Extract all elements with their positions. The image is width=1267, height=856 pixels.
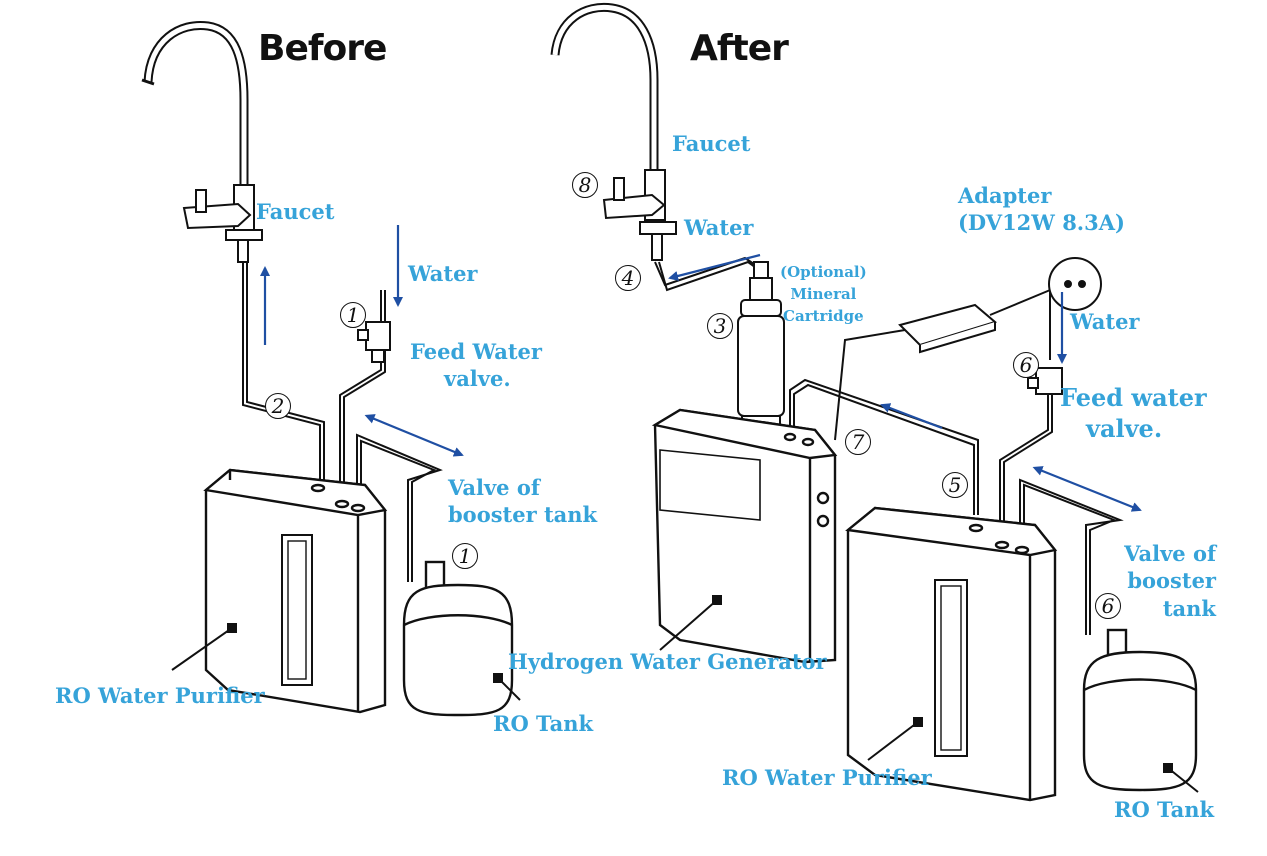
after-faucet-label: Faucet: [672, 131, 751, 156]
after-feed-valve-line-2: valve.: [1086, 414, 1163, 444]
before-booster-label: Valve of booster tank: [448, 474, 597, 529]
mineral-label-line-3: Cartridge: [783, 306, 864, 325]
before-feed-valve-label: Feed Water valve.: [410, 338, 542, 393]
after-marker-purifier: 5: [942, 472, 968, 498]
before-tank-label: RO Tank: [493, 711, 594, 736]
before-faucet-label: Faucet: [256, 199, 335, 224]
after-water-label: Water: [684, 215, 754, 240]
after-ro-purifier: [845, 506, 1058, 802]
mineral-cartridge-label: (Optional) Mineral Cartridge: [780, 262, 867, 327]
after-marker-cartridge: 3: [707, 313, 733, 339]
after-tubing: [654, 256, 1124, 635]
after-marker-feed-valve: 6: [1013, 352, 1039, 378]
adapter-label: Adapter (DV12W 8.3A): [958, 182, 1125, 237]
before-feed-valve-line-2: valve.: [444, 366, 511, 392]
after-tank-label: RO Tank: [1114, 797, 1215, 822]
adapter-label-line-2: (DV12W 8.3A): [958, 210, 1125, 236]
adapter-label-line-1: Adapter: [958, 183, 1052, 208]
before-heading: Before: [258, 28, 387, 69]
after-ro-tank: [1082, 628, 1198, 792]
after-marker-tubing: 4: [615, 265, 641, 291]
before-booster-arrow: [364, 414, 464, 457]
after-marker-faucet: 8: [572, 172, 598, 198]
after-supply-arrow: [880, 403, 943, 430]
hydrogen-generator: [651, 408, 838, 664]
hydrogen-generator-label: Hydrogen Water Generator: [508, 649, 827, 674]
before-purifier-label: RO Water Purifier: [55, 683, 265, 708]
before-feed-valve-line-1: Feed Water: [410, 339, 542, 364]
after-marker-tank: 6: [1095, 593, 1121, 619]
pointer-lines: [171, 595, 1199, 793]
after-water-right-label: Water: [1070, 309, 1140, 334]
after-booster-line-3: tank: [1162, 595, 1216, 621]
after-faucet: [550, 2, 677, 261]
after-booster-line-1: Valve of: [1124, 541, 1216, 566]
before-marker-tubing: 2: [265, 393, 291, 419]
after-heading: After: [690, 28, 789, 69]
adapter-unit: [898, 257, 1102, 354]
after-booster-line-2: booster: [1127, 568, 1216, 594]
after-purifier-label: RO Water Purifier: [722, 765, 932, 790]
before-booster-line-1: Valve of: [448, 475, 540, 500]
before-faucet: [141, 20, 263, 263]
before-booster-line-2: booster tank: [448, 502, 598, 528]
after-booster-arrow: [1032, 466, 1142, 512]
mineral-label-line-1: (Optional): [780, 263, 867, 281]
before-ro-tank: [402, 560, 514, 717]
before-water-label: Water: [408, 261, 478, 286]
flow-arrows: [260, 225, 1142, 512]
after-feed-valve-line-1: Feed water: [1060, 383, 1207, 412]
before-ro-purifier: [203, 468, 388, 714]
after-feed-valve-label: Feed water valve.: [1060, 382, 1207, 444]
after-booster-label: Valve of booster tank: [1108, 540, 1216, 622]
after-marker-adapter-cable: 7: [845, 429, 871, 455]
before-feed-valve: [357, 321, 391, 363]
mineral-cartridge: [737, 261, 785, 433]
before-marker-feed-valve: 1: [340, 302, 366, 328]
after-water-arrow: [668, 253, 761, 281]
after-feed-valve: [1027, 367, 1063, 395]
before-marker-tank: 1: [452, 543, 478, 569]
mineral-label-line-2: Mineral: [790, 284, 857, 303]
